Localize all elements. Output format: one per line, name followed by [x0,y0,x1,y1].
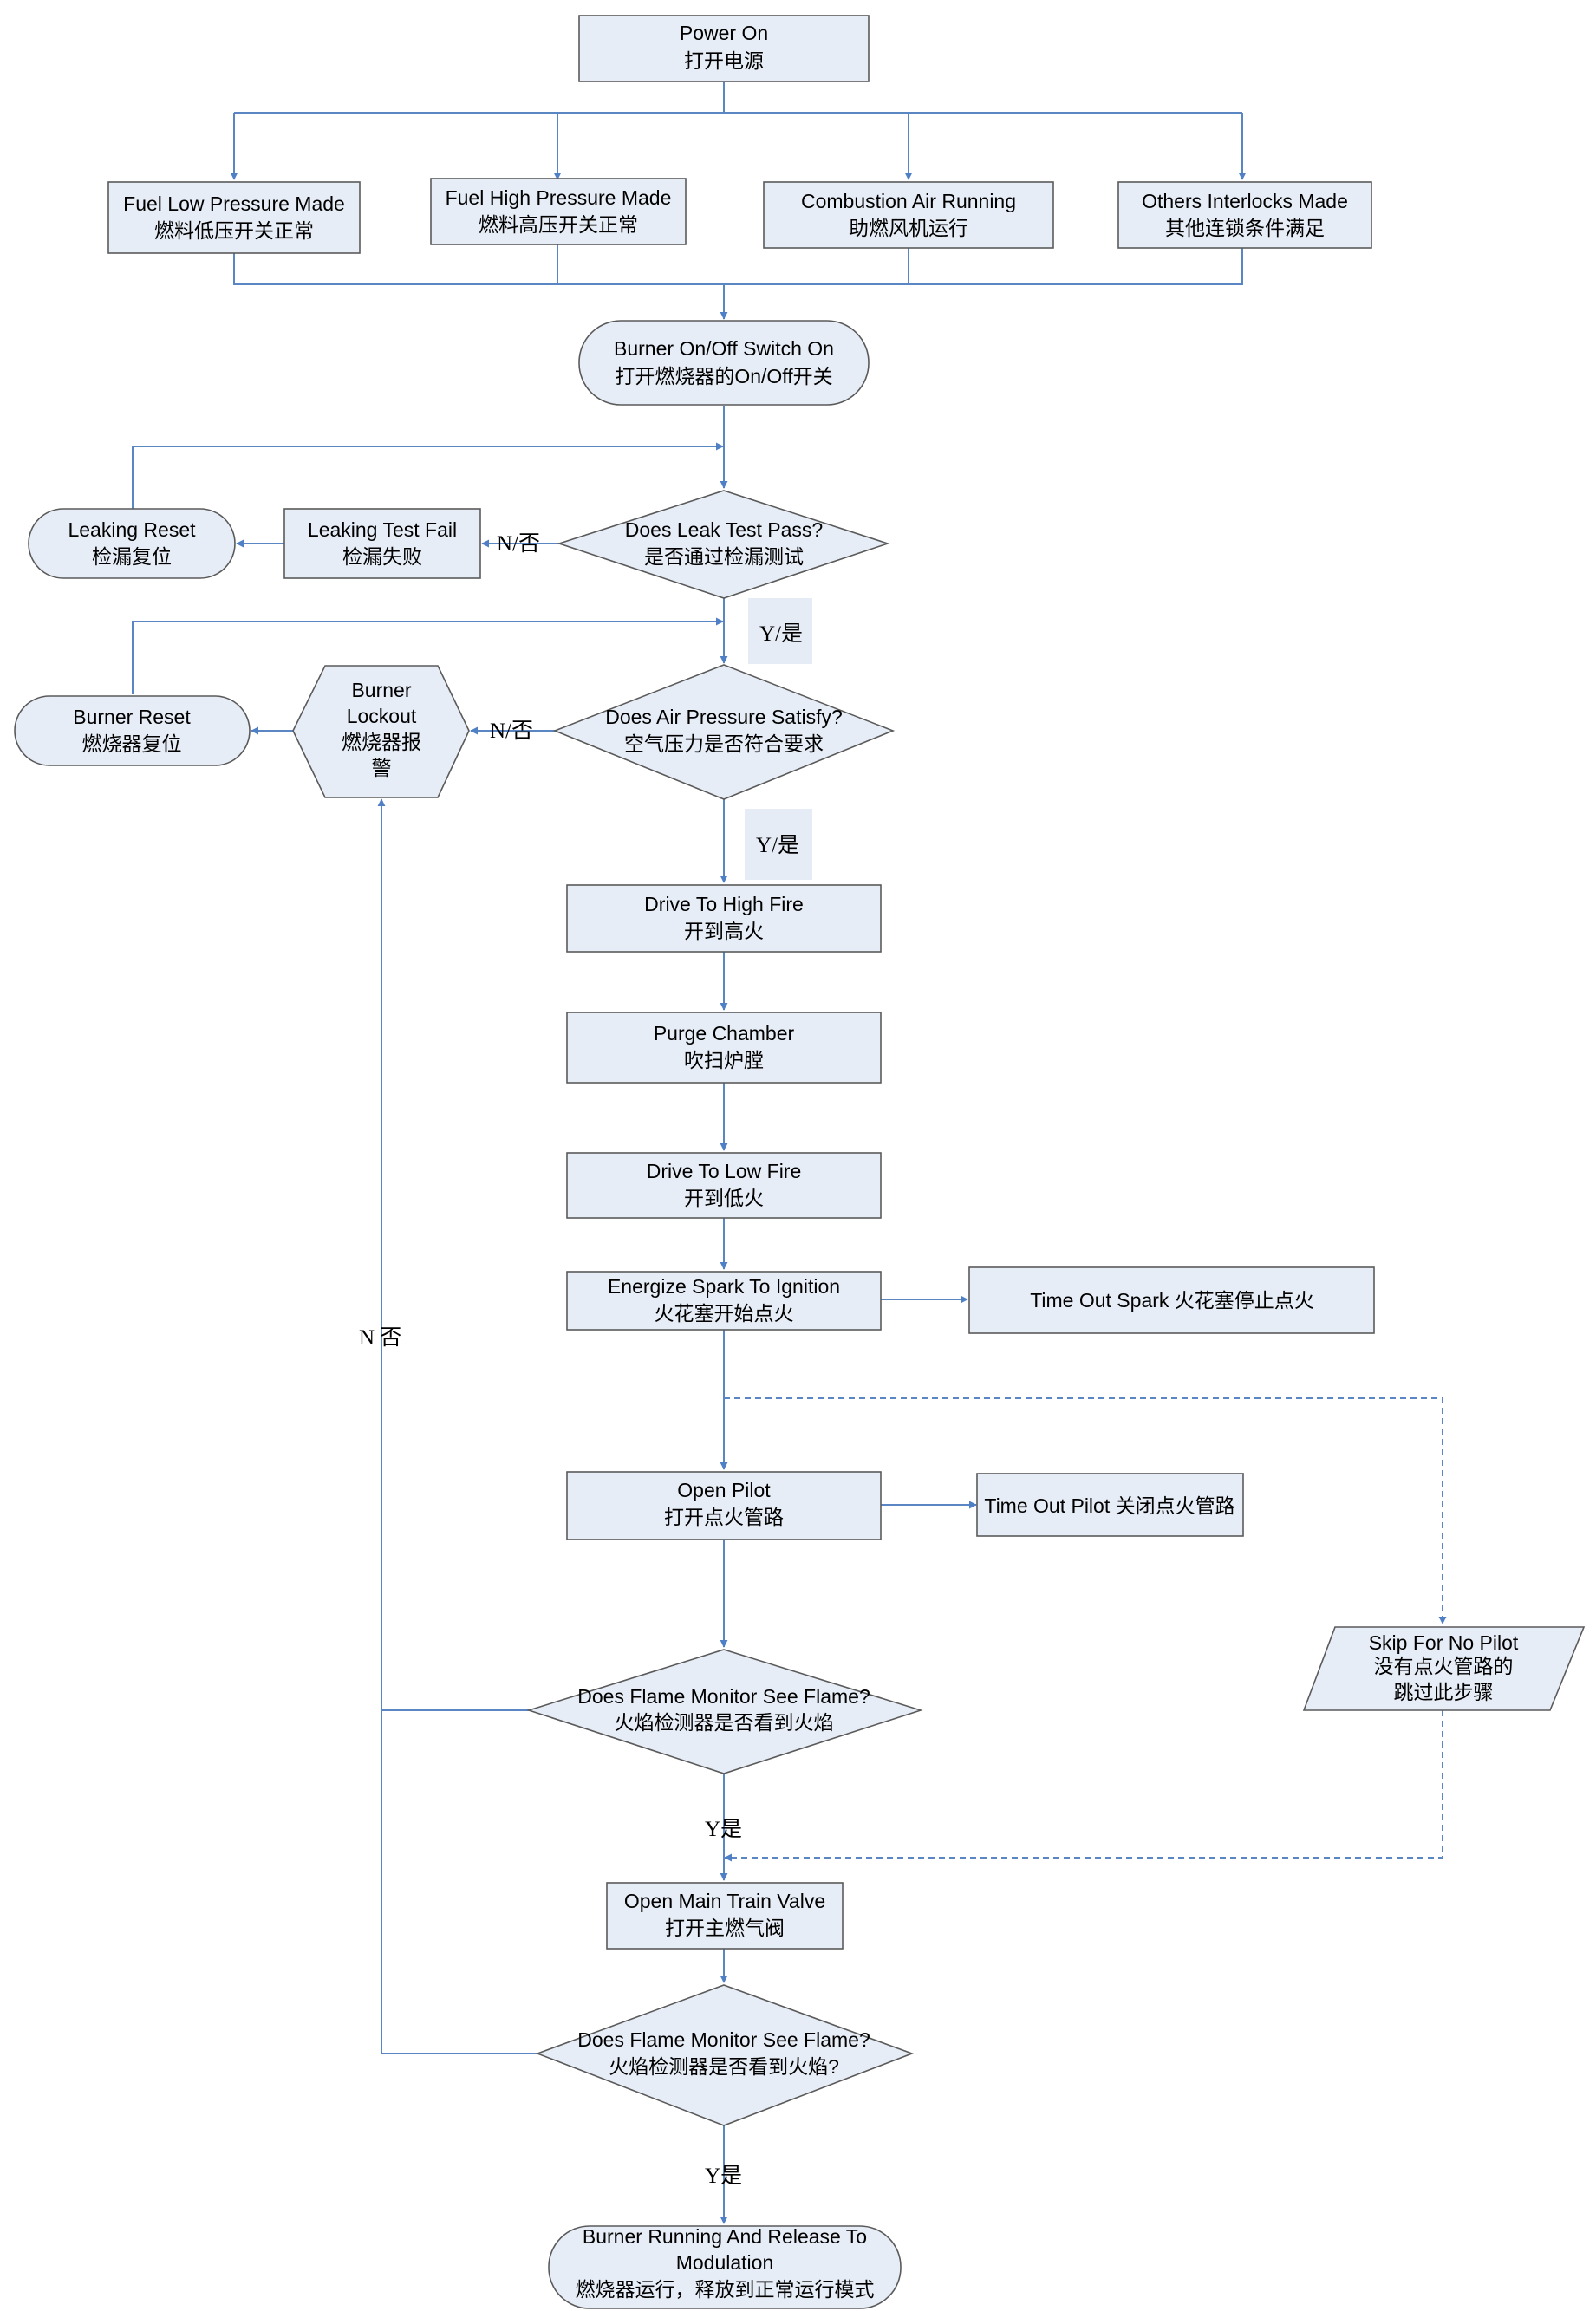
node-timeout-spark: Time Out Spark 火花塞停止点火 [968,1266,1375,1334]
node-low-fire: Drive To Low Fire 开到低火 [566,1152,882,1219]
node-purge: Purge Chamber 吹扫炉膛 [566,1012,882,1084]
node-fuel-low: Fuel Low Pressure Made 燃料低压开关正常 [107,181,361,254]
fuel-high-zh: 燃料高压开关正常 [479,213,638,236]
burner-switch-en: Burner On/Off Switch On [614,337,834,360]
connector-merge-bus [233,248,1243,285]
lockout-line1: Burner [351,679,411,701]
node-running: Burner Running And Release To Modulation… [548,2225,902,2309]
power-on-en: Power On [680,22,768,44]
node-open-pilot: Open Pilot 打开点火管路 [566,1471,882,1540]
arrow-to-skip-pilot [724,1397,1447,1624]
node-burner-switch: Burner On/Off Switch On 打开燃烧器的On/Off开关 [578,320,870,406]
low-fire-en: Drive To Low Fire [647,1160,802,1182]
air-pressure-zh: 空气压力是否符合要求 [624,732,824,755]
purge-zh: 吹扫炉膛 [684,1049,764,1071]
purge-en: Purge Chamber [654,1022,795,1045]
other-interlocks-zh: 其他连锁条件满足 [1165,217,1325,239]
other-interlocks-en: Others Interlocks Made [1142,190,1348,212]
open-pilot-en: Open Pilot [677,1479,771,1501]
flame1-yes-label: Y是 [705,1818,742,1841]
combustion-air-zh: 助燃风机运行 [849,217,968,239]
running-line3: 燃烧器运行，释放到正常运行模式 [576,2278,875,2301]
node-lockout: Burner Lockout 燃烧器报 警 [292,665,470,798]
leak-reset-en: Leaking Reset [68,518,196,541]
edge-labels: N/否 Y/是 N/否 Y/是 N 否 Y是 Y是 [359,532,812,2188]
spark-en: Energize Spark To Ignition [608,1275,840,1298]
timeout-spark-zh: 火花塞停止点火 [1175,1289,1314,1312]
arrow-burner-reset-loop [132,617,724,694]
timeout-pilot-en: Time Out Pilot [984,1494,1110,1517]
leak-no-label: N/否 [497,532,540,556]
node-leak-fail: Leaking Test Fail 检漏失败 [283,508,481,579]
node-high-fire: Drive To High Fire 开到高火 [566,884,882,953]
node-air-pressure: Does Air Pressure Satisfy? 空气压力是否符合要求 [552,664,896,800]
arrow-leak-reset-loop [132,442,724,509]
leak-yes-label: Y/是 [759,622,803,646]
leak-test-en: Does Leak Test Pass? [625,518,823,541]
arrow-skip-pilot-return [724,1710,1443,1862]
node-main-valve: Open Main Train Valve 打开主燃气阀 [606,1882,844,1950]
main-valve-zh: 打开主燃气阀 [665,1917,785,1939]
node-combustion-air: Combustion Air Running 助燃风机运行 [763,181,1054,249]
running-line2: Modulation [676,2251,774,2274]
fuel-low-zh: 燃料低压开关正常 [154,219,314,242]
node-flame-2: Does Flame Monitor See Flame? 火焰检测器是否看到火… [535,1984,915,2126]
leak-fail-zh: 检漏失败 [342,545,422,568]
node-leak-reset: Leaking Reset 检漏复位 [28,508,236,579]
running-line1: Burner Running And Release To [583,2225,867,2248]
flame-no-label: N 否 [359,1326,401,1350]
fuel-low-en: Fuel Low Pressure Made [123,192,345,215]
air-no-label: N/否 [490,719,533,743]
connectors [132,82,1447,2224]
open-pilot-zh: 打开点火管路 [664,1506,784,1528]
leak-test-zh: 是否通过检漏测试 [644,545,804,568]
timeout-spark-text: Time Out Spark 火花塞停止点火 [1030,1289,1314,1312]
flame-1-en: Does Flame Monitor See Flame? [577,1685,870,1708]
high-fire-zh: 开到高火 [684,920,764,942]
air-pressure-en: Does Air Pressure Satisfy? [605,706,843,728]
lockout-line4: 警 [372,757,392,779]
low-fire-zh: 开到低火 [684,1187,764,1209]
skip-pilot-line3: 跳过此步骤 [1394,1681,1494,1703]
flame-1-zh: 火焰检测器是否看到火焰 [615,1711,834,1734]
node-spark: Energize Spark To Ignition 火花塞开始点火 [566,1271,882,1331]
arrow-flame-no-to-lockout [377,798,537,2054]
node-fuel-high: Fuel High Pressure Made 燃料高压开关正常 [430,178,687,245]
timeout-pilot-zh: 关闭点火管路 [1116,1494,1235,1517]
skip-pilot-line2: 没有点火管路的 [1374,1655,1514,1677]
lockout-line3: 燃烧器报 [342,731,421,753]
burner-reset-zh: 燃烧器复位 [82,732,182,755]
skip-pilot-line1: Skip For No Pilot [1369,1631,1519,1654]
node-power-on: Power On 打开电源 [578,15,870,82]
burner-reset-en: Burner Reset [73,706,191,728]
node-burner-reset: Burner Reset 燃烧器复位 [14,695,251,766]
fuel-high-en: Fuel High Pressure Made [446,186,672,209]
flame-2-en: Does Flame Monitor See Flame? [577,2028,870,2051]
leak-yes-tag [748,598,812,664]
combustion-air-en: Combustion Air Running [801,190,1016,212]
node-other-interlocks: Others Interlocks Made 其他连锁条件满足 [1117,181,1372,249]
node-timeout-pilot: Time Out Pilot 关闭点火管路 [976,1473,1244,1537]
timeout-spark-en: Time Out Spark [1030,1289,1169,1312]
air-yes-tag [745,809,812,880]
high-fire-en: Drive To High Fire [644,893,804,915]
main-valve-en: Open Main Train Valve [624,1890,825,1912]
power-on-zh: 打开电源 [684,49,764,72]
node-flame-1: Does Flame Monitor See Flame? 火焰检测器是否看到火… [526,1649,923,1774]
leak-fail-en: Leaking Test Fail [308,518,457,541]
leak-reset-zh: 检漏复位 [92,545,172,568]
flame2-yes-label: Y是 [705,2165,742,2188]
burner-switch-zh: 打开燃烧器的On/Off开关 [615,365,832,387]
node-leak-test: Does Leak Test Pass? 是否通过检漏测试 [557,490,890,599]
node-skip-pilot: Skip For No Pilot 没有点火管路的 跳过此步骤 [1302,1626,1586,1711]
spark-zh: 火花塞开始点火 [655,1302,794,1325]
air-yes-label: Y/是 [756,834,799,857]
timeout-pilot-text: Time Out Pilot 关闭点火管路 [984,1494,1234,1517]
flame-2-zh: 火焰检测器是否看到火焰? [609,2055,839,2078]
lockout-line2: Lockout [347,705,417,727]
